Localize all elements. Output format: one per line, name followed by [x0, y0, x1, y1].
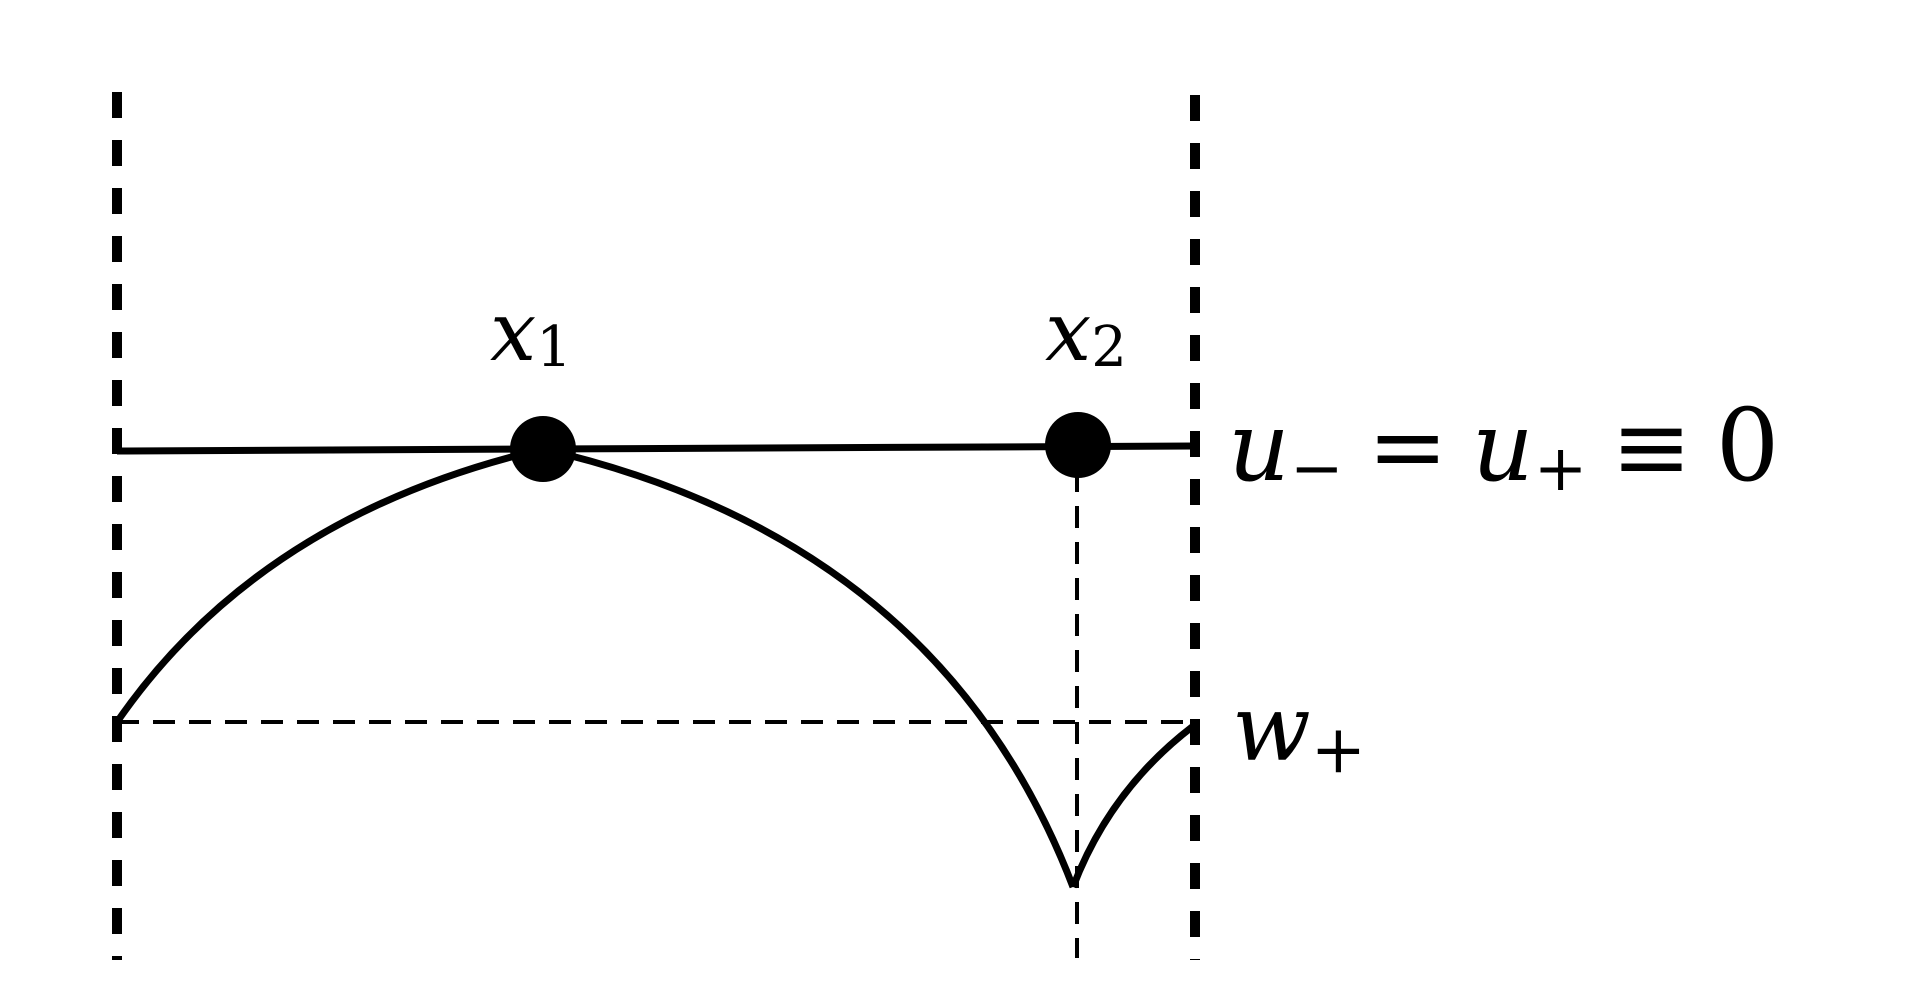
label-equiv: ≡: [1611, 391, 1691, 503]
label-zero: 0: [1716, 387, 1780, 504]
label-equals: =: [1367, 391, 1447, 503]
label-x1: x1: [490, 285, 572, 380]
label-x1-sub: 1: [536, 315, 572, 380]
label-u-minus: u: [1228, 391, 1290, 503]
label-x2: x2: [1045, 285, 1127, 380]
label-x2-sub: 2: [1091, 315, 1127, 380]
top-horizontal-line: [116, 442, 1196, 455]
label-w-plus-main: w: [1232, 675, 1311, 782]
main-arc: [542, 445, 1077, 889]
label-u-plus: u: [1472, 391, 1534, 503]
right-arc: [1069, 724, 1195, 889]
label-u-minus-sub: −: [1290, 432, 1344, 506]
label-x2-main: x: [1045, 285, 1091, 380]
point-x1: [510, 416, 576, 482]
point-x2: [1045, 412, 1111, 478]
left-arc: [114, 445, 544, 724]
label-top-level: u−=u+≡0: [1228, 387, 1779, 506]
label-w-plus-sub: +: [1311, 711, 1366, 788]
label-x1-main: x: [490, 285, 536, 380]
label-u-plus-sub: +: [1534, 432, 1588, 506]
label-w-plus: w+: [1232, 675, 1366, 788]
